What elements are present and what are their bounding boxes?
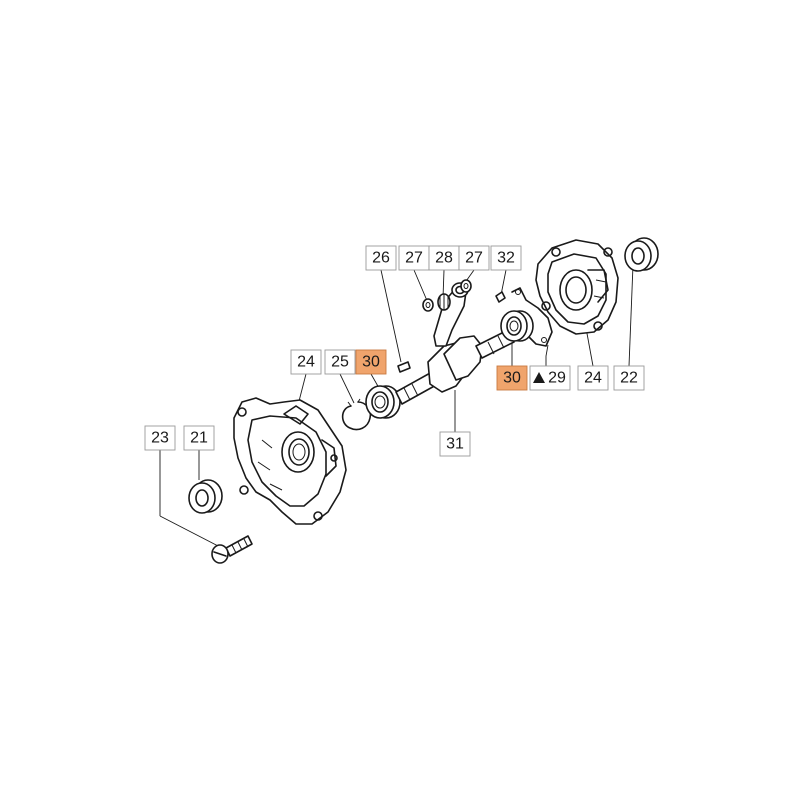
woodruff-key [397, 361, 411, 373]
crankcase-half-left [233, 397, 347, 525]
callout-28-label: 28 [435, 250, 453, 267]
crankcase-half-right [535, 239, 619, 335]
leader-29 [545, 344, 549, 366]
main-bearing-left [365, 385, 401, 419]
dowel-pin [495, 291, 506, 303]
screw [211, 535, 253, 564]
callout-24-right[interactable]: 24 [577, 365, 609, 391]
callout-22[interactable]: 22 [613, 365, 645, 391]
callout-25[interactable]: 25 [324, 349, 356, 375]
callout-29-label: 29 [548, 370, 566, 387]
callout-27b-label: 27 [465, 250, 483, 267]
callout-32-label: 32 [497, 250, 515, 267]
callout-30-right-label: 30 [503, 370, 521, 387]
leader-lines [159, 264, 634, 549]
connecting-rod [433, 282, 469, 347]
leader-25 [339, 373, 355, 404]
callout-30-left-label: 30 [362, 354, 380, 371]
callout-26[interactable]: 26 [365, 245, 397, 271]
thrust-washer-a [422, 298, 434, 312]
callout-27a[interactable]: 27 [398, 245, 430, 271]
callout-31[interactable]: 31 [439, 431, 471, 457]
thrust-washer-b [460, 279, 472, 293]
callout-23-label: 23 [151, 430, 169, 447]
callout-31-label: 31 [446, 436, 464, 453]
callout-30-right[interactable]: 30 [496, 365, 528, 391]
callout-32[interactable]: 32 [490, 245, 522, 271]
callout-24-left[interactable]: 24 [290, 349, 322, 375]
leader-26 [380, 269, 402, 363]
leader-22 [628, 264, 634, 367]
callout-24-right-label: 24 [584, 370, 602, 387]
callout-25-label: 25 [331, 354, 349, 371]
callout-22-label: 22 [620, 370, 638, 387]
callout-23[interactable]: 23 [144, 425, 176, 451]
callout-24-left-label: 24 [297, 354, 315, 371]
oil-seal-right [624, 237, 659, 272]
callout-21[interactable]: 21 [183, 425, 215, 451]
triangle-icon [533, 372, 545, 383]
leader-23b [159, 515, 223, 549]
callout-26-label: 26 [372, 250, 390, 267]
callout-27a-label: 27 [405, 250, 423, 267]
callout-27b[interactable]: 27 [458, 245, 490, 271]
callout-21-label: 21 [190, 430, 208, 447]
leader-27a [413, 269, 429, 304]
callout-29[interactable]: 29 [529, 365, 571, 391]
crankshaft [395, 329, 515, 405]
oil-seal-left [188, 479, 223, 514]
leader-32 [500, 269, 507, 296]
callout-28[interactable]: 28 [428, 245, 460, 271]
leader-24-right [585, 327, 594, 367]
callout-30-left[interactable]: 30 [355, 349, 387, 375]
gasket [511, 287, 553, 347]
main-bearing-right [500, 310, 534, 342]
